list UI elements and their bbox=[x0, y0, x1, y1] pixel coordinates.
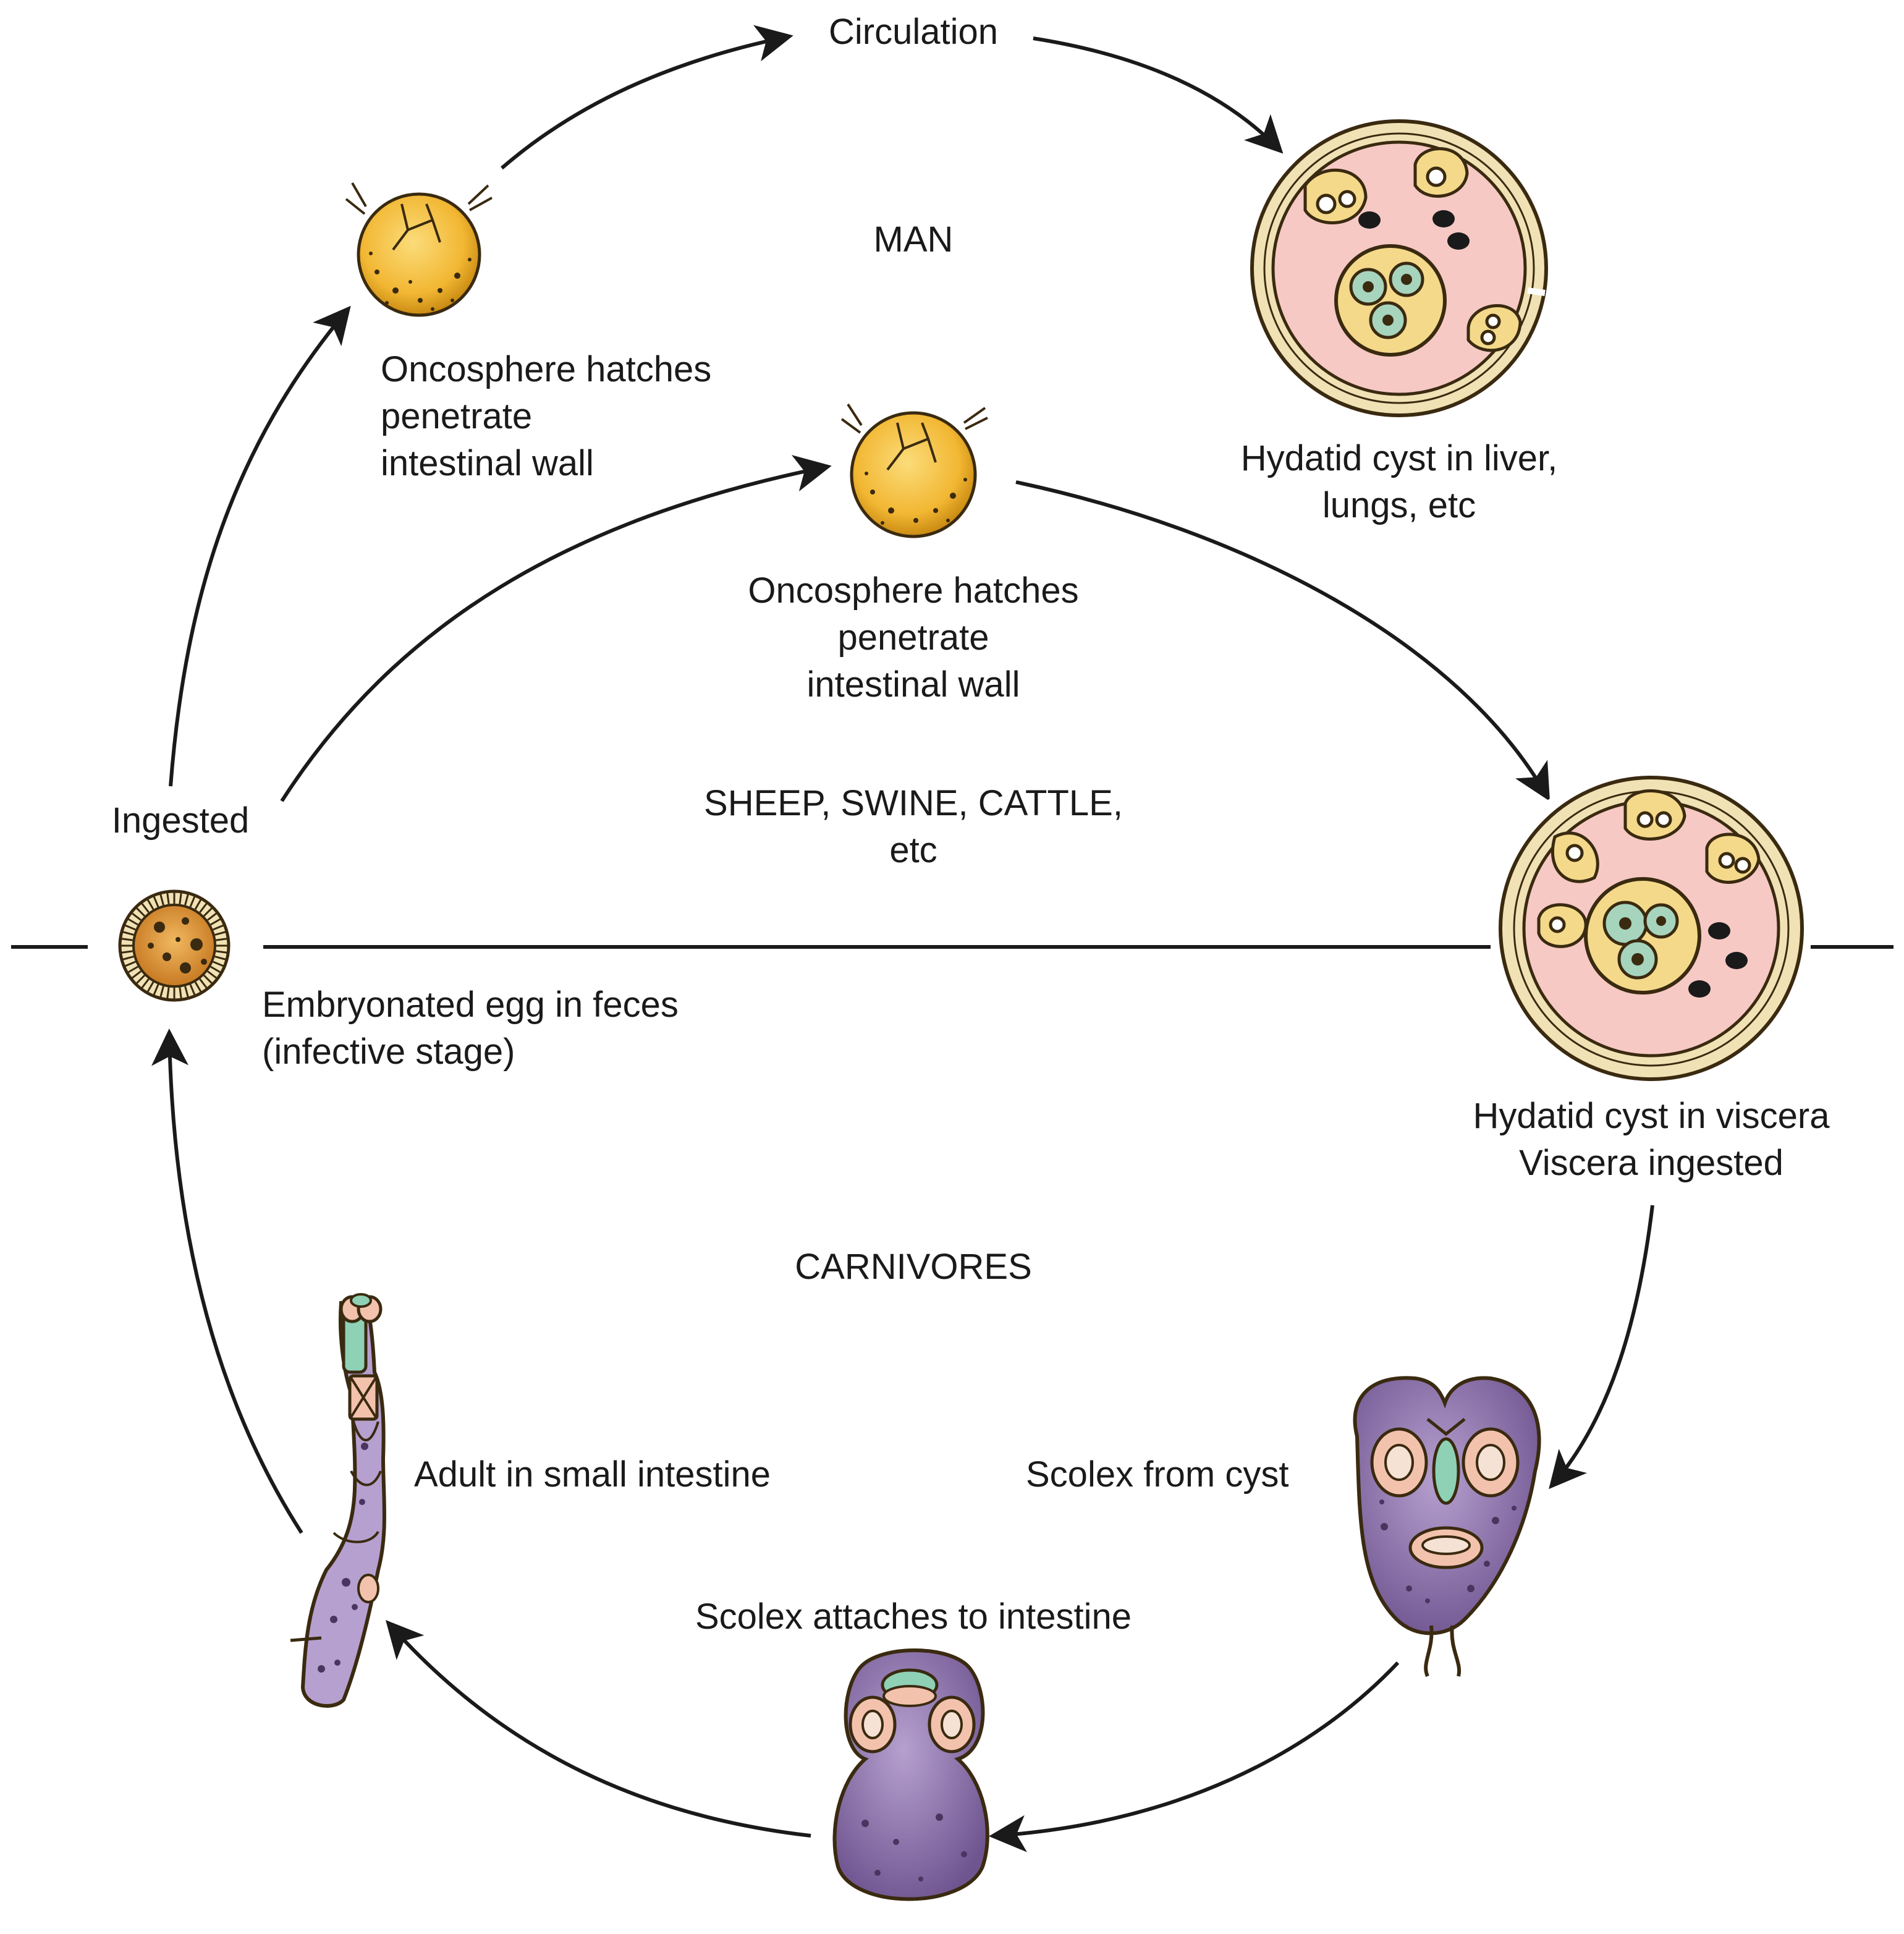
label-egg-line1: Embryonated egg in feces bbox=[262, 985, 679, 1025]
label-cyst-liver-line2: lungs, etc bbox=[1322, 485, 1476, 525]
egg-shell-ray bbox=[184, 986, 189, 998]
egg-shell-ray bbox=[127, 918, 138, 926]
egg-shell-ray bbox=[141, 978, 150, 989]
label-oncosphere-sheep-line2: penetrate bbox=[837, 617, 989, 658]
label-egg-line2: (infective stage) bbox=[262, 1032, 515, 1072]
egg-shell-ray bbox=[159, 894, 164, 906]
egg-shell-ray bbox=[207, 912, 218, 921]
label-sheep-group-line1: SHEEP, SWINE, CATTLE, bbox=[704, 783, 1123, 823]
arrow-scolex-to-attached bbox=[989, 1661, 1400, 1852]
label-oncosphere-man: Oncosphere hatches penetrate intestinal … bbox=[381, 346, 711, 487]
egg-shell-ray bbox=[166, 893, 170, 904]
cycle-arrows bbox=[151, 25, 1654, 1852]
label-oncosphere-man-line1: Oncosphere hatches bbox=[381, 349, 712, 389]
label-circulation: Circulation bbox=[829, 12, 998, 52]
label-cyst-viscera-line1: Hydatid cyst in viscera bbox=[1473, 1096, 1830, 1136]
hydatid-cyst-liver-illustration bbox=[1250, 119, 1548, 417]
egg-shell-ray bbox=[189, 896, 196, 907]
egg-shell-ray bbox=[131, 970, 142, 979]
label-oncosphere-sheep-line3: intestinal wall bbox=[806, 664, 1020, 705]
egg-shell-ray bbox=[166, 987, 170, 999]
label-cyst-viscera-line2: Viscera ingested bbox=[1519, 1143, 1783, 1183]
egg-shell-ray bbox=[194, 899, 202, 910]
oncosphere-sheep-illustration bbox=[840, 403, 988, 538]
egg-shell-ray bbox=[124, 924, 136, 931]
egg-shell-ray bbox=[216, 938, 227, 941]
egg-shell-ray bbox=[184, 894, 189, 906]
embryonated-egg-illustration bbox=[118, 889, 231, 1002]
egg-shell-ray bbox=[199, 978, 208, 989]
egg-shell-ray bbox=[194, 982, 202, 993]
arrow-attached-to-adult bbox=[385, 1620, 811, 1838]
label-cyst-liver: Hydatid cyst in liver, lungs, etc bbox=[1241, 435, 1558, 529]
egg-shell-ray bbox=[210, 965, 221, 973]
arrow-circulation-to-cyst-liver bbox=[1033, 36, 1284, 154]
egg-shell-ray bbox=[127, 965, 138, 973]
label-scolex-cyst: Scolex from cyst bbox=[1026, 1454, 1289, 1495]
egg-shell-ray bbox=[121, 950, 133, 954]
label-cyst-liver-line1: Hydatid cyst in liver, bbox=[1240, 438, 1558, 478]
label-oncosphere-man-line3: intestinal wall bbox=[381, 443, 594, 483]
arrow-cyst-viscera-to-scolex bbox=[1549, 1205, 1654, 1490]
label-scolex-attaches: Scolex attaches to intestine bbox=[695, 1597, 1132, 1637]
label-oncosphere-sheep: Oncosphere hatches penetrate intestinal … bbox=[748, 567, 1078, 708]
label-oncosphere-man-line2: penetrate bbox=[381, 396, 533, 436]
label-cyst-viscera: Hydatid cyst in viscera Viscera ingested bbox=[1473, 1093, 1830, 1187]
label-man: MAN bbox=[873, 219, 954, 260]
egg-shell-ray bbox=[121, 938, 133, 941]
adult-worm-illustration bbox=[290, 1293, 386, 1708]
egg-shell-ray bbox=[122, 956, 134, 961]
egg-shell-ray bbox=[214, 956, 226, 961]
arrow-ingested-to-oncosphere-sheep bbox=[280, 455, 832, 802]
label-sheep-group-line2: etc bbox=[889, 830, 937, 870]
egg-shell-ray bbox=[179, 893, 182, 904]
arrow-oncosphere-man-to-circulation bbox=[501, 25, 793, 170]
egg-shell-ray bbox=[141, 902, 150, 913]
egg-shell-ray bbox=[131, 912, 142, 921]
oncosphere-man-illustration bbox=[345, 182, 493, 317]
label-adult: Adult in small intestine bbox=[414, 1454, 771, 1495]
egg-shell-ray bbox=[199, 902, 208, 913]
egg-shell-ray bbox=[146, 899, 154, 910]
egg-shell-ray bbox=[203, 907, 213, 917]
egg-shell-ray bbox=[153, 896, 159, 907]
label-oncosphere-sheep-line1: Oncosphere hatches bbox=[748, 570, 1079, 611]
arrow-ingested-to-oncosphere-man bbox=[169, 305, 351, 787]
arrow-oncosphere-sheep-to-cyst-viscera bbox=[1015, 480, 1551, 802]
arrow-adult-to-egg bbox=[151, 1028, 303, 1534]
scolex-from-cyst-illustration bbox=[1353, 1376, 1541, 1677]
egg-shell-ray bbox=[210, 918, 221, 926]
egg-shell-ray bbox=[216, 950, 227, 954]
label-egg: Embryonated egg in feces (infective stag… bbox=[262, 982, 679, 1075]
egg-shell-ray bbox=[207, 970, 218, 979]
egg-shell-ray bbox=[153, 984, 159, 996]
label-carnivores: CARNIVORES bbox=[795, 1247, 1032, 1287]
scolex-attaches-illustration bbox=[832, 1648, 989, 1901]
egg-shell-ray bbox=[203, 975, 213, 984]
egg-shell-ray bbox=[136, 975, 145, 984]
egg-shell-ray bbox=[214, 931, 226, 936]
egg-shell-ray bbox=[159, 986, 164, 998]
egg-shell-ray bbox=[124, 961, 136, 967]
hydatid-cyst-viscera-illustration bbox=[1499, 776, 1804, 1081]
egg-shell-ray bbox=[213, 924, 224, 931]
egg-shell-ray bbox=[213, 961, 224, 967]
label-sheep-group: SHEEP, SWINE, CATTLE, etc bbox=[704, 780, 1123, 874]
egg-shell-ray bbox=[122, 931, 134, 936]
egg-shell-ray bbox=[189, 984, 196, 996]
egg-shell-ray bbox=[179, 987, 182, 999]
label-ingested: Ingested bbox=[111, 800, 250, 841]
egg-shell-ray bbox=[146, 982, 154, 993]
egg-shell-ray bbox=[136, 907, 145, 917]
